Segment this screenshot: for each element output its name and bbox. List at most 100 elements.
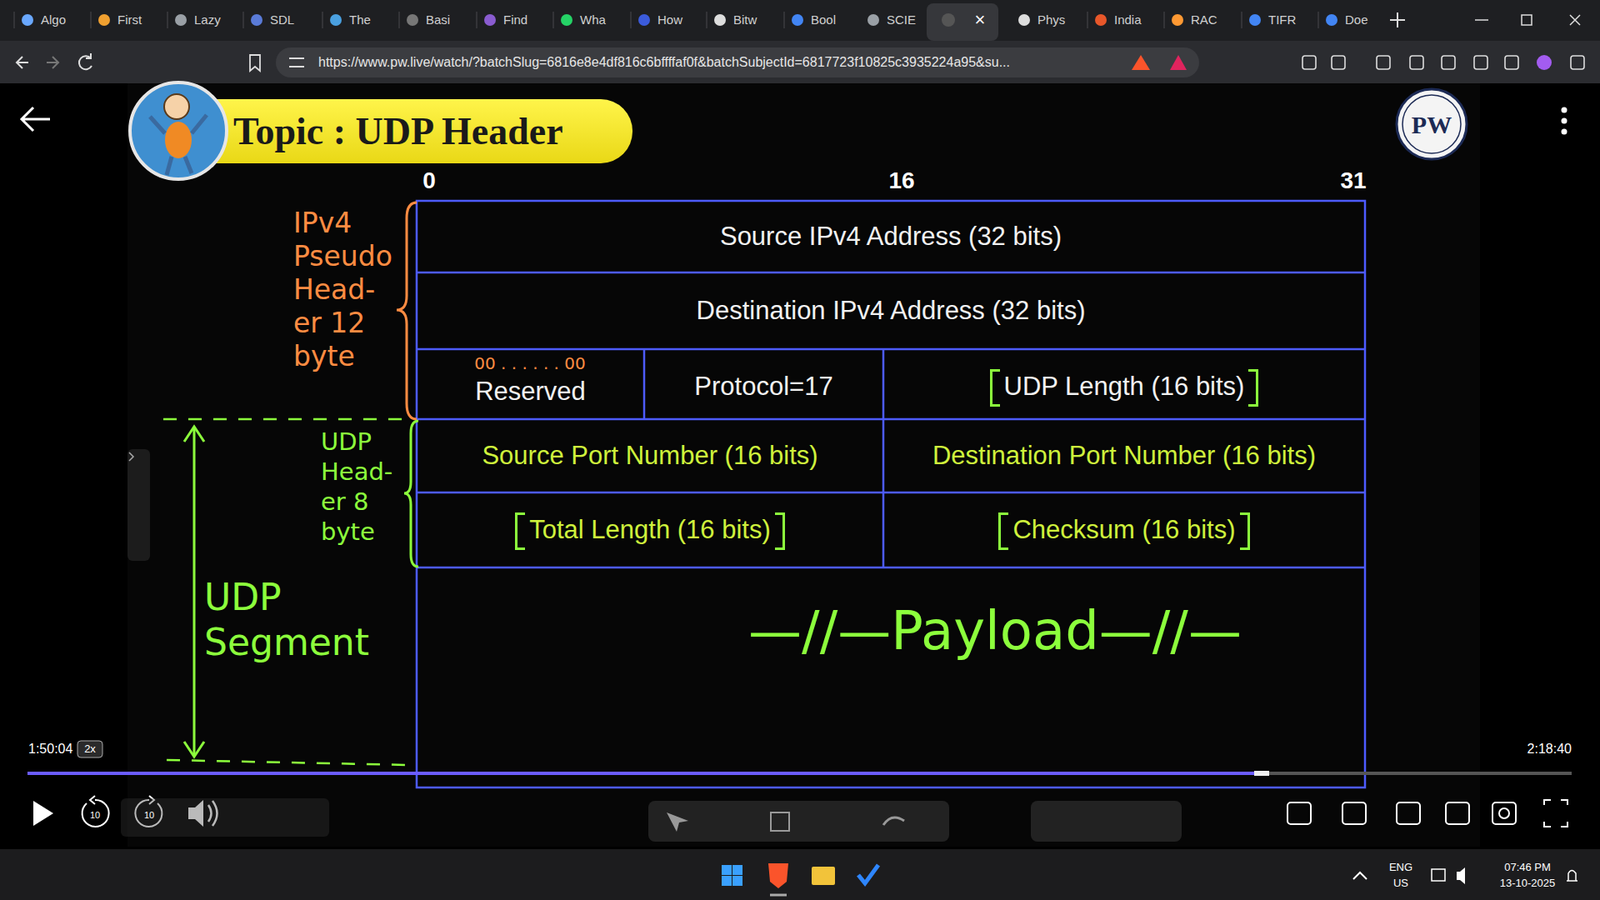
toolbar-icon	[1505, 55, 1519, 70]
rewards-icon	[1170, 55, 1187, 70]
field-label: —//—Payload—//—	[748, 600, 1242, 663]
tab-title: Basi	[425, 12, 450, 27]
brave-taskbar-icon	[768, 863, 789, 889]
tab-separator	[1241, 11, 1243, 29]
table-column-line	[882, 349, 885, 568]
segment-top-guide	[163, 418, 405, 421]
tab-separator	[399, 11, 400, 29]
handwritten-note: 00 . . . . . . 00	[474, 354, 586, 374]
tab-title: Wha	[580, 12, 606, 27]
skip-seconds: 10	[144, 810, 155, 821]
header-field-cell: Source IPv4 Address (32 bits)	[416, 200, 1365, 273]
start-logo	[732, 875, 743, 886]
tab-favicon	[21, 14, 34, 26]
todo-icon	[858, 865, 879, 884]
segment-arrow-shaft	[193, 426, 196, 757]
taskbar	[0, 849, 1600, 900]
tab-separator	[243, 11, 245, 29]
tab-favicon	[638, 14, 650, 26]
table-row-line	[416, 566, 1365, 570]
progress-played	[27, 771, 1259, 775]
field-label: Source Port Number (16 bits)	[481, 440, 818, 471]
tab-separator	[322, 11, 324, 29]
pointer-tool	[666, 812, 689, 832]
url-text: https://www.pw.live/watch/?batchSlug=681…	[318, 55, 1010, 70]
tab-favicon	[98, 14, 110, 26]
bit-index: 16	[888, 167, 915, 195]
field-label: Checksum (16 bits)	[1012, 515, 1235, 545]
mascot-badge	[130, 82, 227, 180]
slide-title: Topic : UDP Header	[233, 109, 564, 154]
tab-separator	[553, 11, 555, 29]
tab-favicon	[1095, 14, 1107, 26]
tab-title: SCIE	[886, 12, 916, 27]
menu-dot	[1561, 118, 1568, 125]
header-field-cell: Checksum (16 bits)	[883, 492, 1365, 568]
segment-arrow-head	[184, 426, 205, 442]
tab-favicon	[941, 13, 955, 27]
field-label: Destination Port Number (16 bits)	[932, 440, 1316, 471]
tab-separator	[1087, 11, 1089, 29]
side-handle	[127, 449, 150, 561]
handwritten-note: IPv4 Pseudo Head-er 12 byte	[293, 206, 392, 374]
pseudo-header-brace	[396, 202, 417, 420]
start-logo	[721, 875, 732, 886]
tab-title: Algo	[40, 12, 66, 27]
tab-title: Doe	[1345, 12, 1369, 27]
tab-separator	[167, 11, 169, 29]
site-settings-icon	[289, 58, 305, 67]
settings-hub	[1499, 808, 1510, 819]
tab-separator	[1318, 11, 1320, 29]
header-field-cell: Destination Port Number (16 bits)	[883, 419, 1365, 493]
mascot-head	[164, 94, 190, 120]
new-tab-icon	[1390, 12, 1405, 28]
table-row-line	[416, 271, 1365, 275]
table-column-line	[643, 349, 646, 420]
tab-title: Bool	[810, 12, 836, 27]
tray-chevron	[1353, 872, 1367, 880]
field-label: Reserved	[475, 376, 586, 407]
reload-button	[79, 53, 92, 70]
tab-separator	[630, 11, 632, 29]
table-row-line	[416, 418, 1365, 421]
header-field-cell: Total Length (16 bits)	[416, 492, 884, 568]
tab-favicon	[250, 14, 263, 26]
annotation-toolbar	[648, 800, 950, 842]
tab-separator	[476, 11, 478, 29]
tab-title: Find	[503, 12, 528, 27]
active-app-indicator	[770, 894, 787, 897]
player-icon	[1342, 802, 1366, 825]
field-label: UDP Length (16 bits)	[1004, 371, 1245, 402]
back-button	[16, 56, 29, 69]
tab-strip	[0, 0, 1600, 41]
pw-logo-ring	[1402, 95, 1461, 154]
menu-dot	[1561, 107, 1568, 114]
udp-header-brace	[404, 420, 419, 567]
speaker-icon	[1456, 867, 1465, 885]
bookmark-icon	[250, 55, 260, 71]
toolbar-icon	[1474, 55, 1488, 70]
player-icon	[1287, 802, 1311, 825]
tab-favicon	[714, 14, 726, 26]
annotation-toolbar	[1030, 800, 1182, 842]
tab-favicon	[867, 14, 880, 26]
toolbar-icon	[1570, 55, 1585, 70]
elapsed-time: 1:50:04	[28, 741, 73, 757]
playback-speed: 2x	[84, 743, 96, 756]
bit-index: 31	[1340, 167, 1366, 195]
speed-badge	[77, 740, 103, 758]
payload-cell: —//—Payload—//—	[416, 567, 1365, 788]
tab-separator	[706, 11, 708, 29]
table-row-line	[416, 491, 1365, 495]
tab-favicon	[330, 14, 342, 26]
total-time: 2:18:40	[1527, 741, 1572, 757]
tab-title: How	[657, 12, 683, 27]
fullscreen-icon	[1544, 800, 1568, 827]
play-button	[33, 800, 54, 826]
pw-logo	[1396, 89, 1467, 160]
field-label: Total Length (16 bits)	[529, 515, 771, 545]
mascot-limbs	[150, 115, 207, 175]
segment-arrow-head	[184, 741, 205, 757]
tab-title: Bitw	[733, 12, 757, 27]
tab-favicon	[1171, 14, 1184, 26]
